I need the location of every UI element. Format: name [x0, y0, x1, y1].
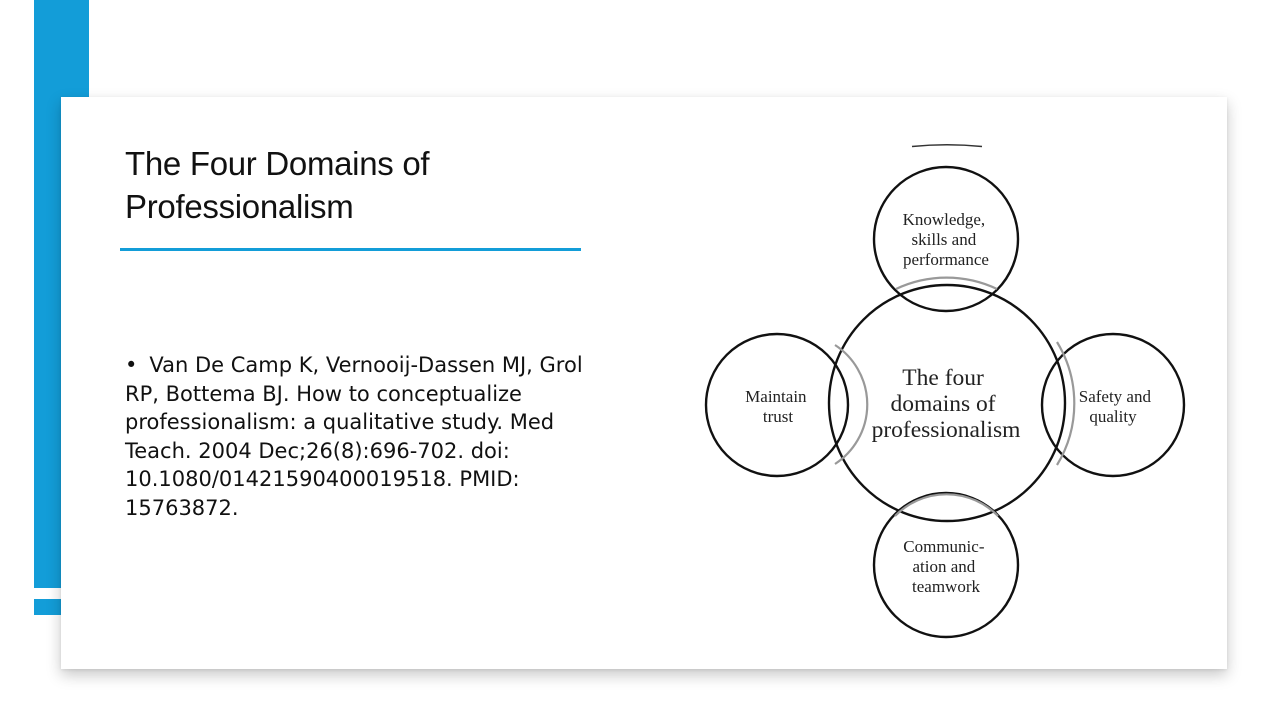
center-label: The four domains of professionalism	[872, 365, 1021, 443]
four-domains-diagram: The four domains of professionalism Know…	[704, 143, 1186, 639]
reference-citation: Van De Camp K, Vernooij-Dassen MJ, Grol …	[125, 353, 583, 520]
bottom-label: Communic- ation and teamwork	[903, 537, 988, 596]
left-circle	[704, 332, 850, 478]
right-label: Safety and quality	[1079, 387, 1155, 426]
bottom-circle	[872, 491, 1020, 639]
top-label: Knowledge, skills and performance	[903, 210, 990, 269]
center-circle	[827, 283, 1067, 523]
reference-text: •Van De Camp K, Vernooij-Dassen MJ, Grol…	[125, 351, 585, 522]
bullet-marker: •	[125, 353, 138, 377]
decorative-arc	[911, 143, 983, 148]
accent-bar-small	[34, 599, 61, 615]
slide-card	[61, 97, 1227, 669]
right-circle	[1040, 332, 1186, 478]
top-circle	[872, 165, 1020, 313]
slide-title: The Four Domains of Professionalism	[125, 145, 430, 225]
left-label: Maintain trust	[745, 387, 811, 426]
title-underline	[120, 248, 581, 251]
